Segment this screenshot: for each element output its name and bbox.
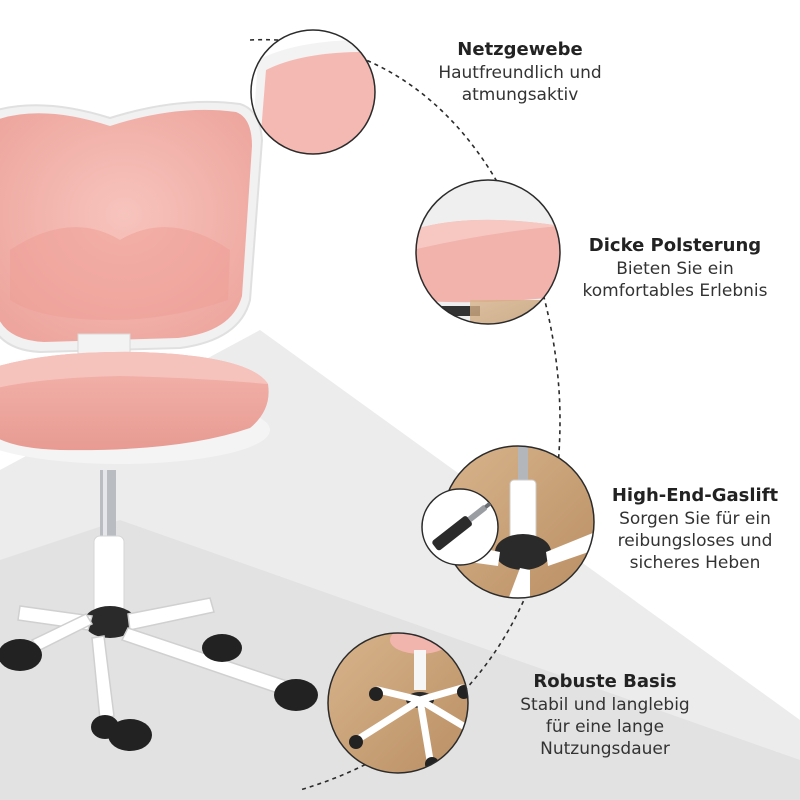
feature-line: Stabil und langlebig <box>520 695 690 715</box>
feature-title: Robuste Basis <box>533 671 677 692</box>
feature-title: Dicke Polsterung <box>588 235 762 256</box>
feature-line: komfortables Erlebnis <box>582 281 768 301</box>
feature-title: High-End-Gaslift <box>611 485 779 506</box>
feature-line: Nutzungsdauer <box>540 739 670 759</box>
feature-line: Hautfreundlich und <box>438 63 602 83</box>
dashed-arc <box>249 39 561 791</box>
feature-description: Sorgen Sie für ein reibungsloses und sic… <box>600 508 790 574</box>
chair-illustration <box>0 100 318 751</box>
feature-line: Bieten Sie ein <box>616 259 734 279</box>
feature-base: Robuste Basis Stabil und langlebig für e… <box>500 670 710 760</box>
gas-cylinder-inset <box>421 488 499 566</box>
feature-cushion: Dicke Polsterung Bieten Sie ein komforta… <box>560 234 790 302</box>
feature-description: Hautfreundlich und atmungsaktiv <box>410 62 630 106</box>
detail-cushion-image <box>415 179 561 325</box>
detail-base-image <box>327 632 469 774</box>
feature-gaslift: High-End-Gaslift Sorgen Sie für ein reib… <box>600 484 790 574</box>
feature-line: sicheres Heben <box>629 553 761 573</box>
feature-description: Bieten Sie ein komfortables Erlebnis <box>560 258 790 302</box>
feature-title: Netzgewebe <box>457 39 583 60</box>
feature-line: reibungsloses und <box>617 531 773 551</box>
feature-line: für eine lange <box>545 717 665 737</box>
feature-line: Sorgen Sie für ein <box>619 509 771 529</box>
feature-description: Stabil und langlebig für eine lange Nutz… <box>500 694 710 760</box>
detail-mesh-image <box>250 29 376 155</box>
feature-line: atmungsaktiv <box>461 85 579 105</box>
feature-mesh: Netzgewebe Hautfreundlich und atmungsakt… <box>410 38 630 106</box>
